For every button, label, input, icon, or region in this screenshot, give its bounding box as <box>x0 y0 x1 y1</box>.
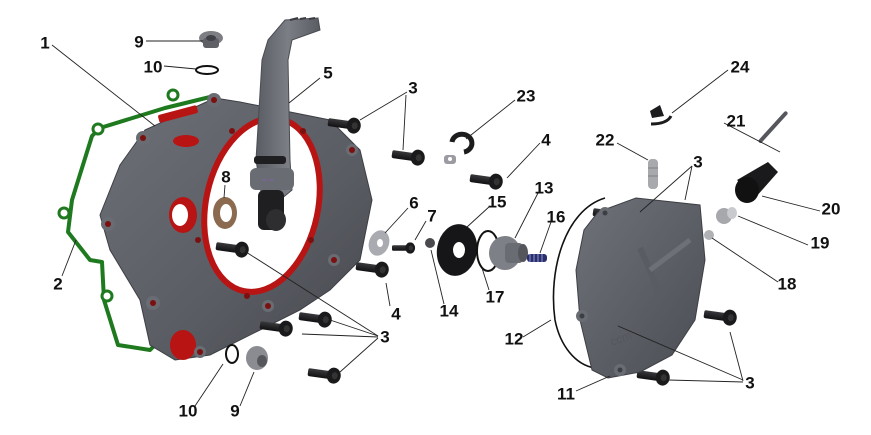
callout-3-upper-left: 3 <box>408 78 418 98</box>
callout-9-top: 9 <box>134 32 144 52</box>
callout-3-upper-right: 3 <box>693 152 703 172</box>
callout-21: 21 <box>726 111 746 131</box>
ball-part-14 <box>425 238 435 248</box>
o-ring-part-12 <box>552 197 606 369</box>
diaphragm-part-15 <box>436 224 478 276</box>
callout-3-lower-right: 3 <box>745 373 755 393</box>
plug-part-9-top <box>199 31 223 48</box>
fitting-part-22 <box>648 159 658 189</box>
callout-10-top: 10 <box>143 57 163 77</box>
washer-part-6 <box>368 230 390 256</box>
callout-13: 13 <box>534 178 554 198</box>
callout-23: 23 <box>516 86 536 106</box>
callout-12: 12 <box>504 329 524 349</box>
plug-part-9-bottom <box>246 346 268 370</box>
callout-3-lower-left: 3 <box>380 327 390 347</box>
callout-11: 11 <box>557 384 575 404</box>
o-ring-part-10-bottom <box>225 344 239 364</box>
callout-20: 20 <box>821 199 841 219</box>
callout-15: 15 <box>487 192 507 212</box>
cable-clip-part-24 <box>650 105 673 126</box>
callout-10-bottom: 10 <box>178 401 198 421</box>
callout-16: 16 <box>546 207 566 227</box>
pin-part-21 <box>758 111 788 143</box>
svg-text:~ ~: ~ ~ <box>262 176 274 185</box>
callout-22: 22 <box>595 130 615 150</box>
callout-5: 5 <box>323 63 333 83</box>
ignition-cover-part-11: ccm <box>575 197 706 379</box>
spring-part-16 <box>527 254 547 262</box>
cable-clip-part-23 <box>444 131 475 164</box>
callout-4-upper: 4 <box>541 130 551 150</box>
callout-9-bottom: 9 <box>230 401 240 421</box>
kickstart-lever-part-5: ~ ~ <box>250 17 321 231</box>
callout-4-lower: 4 <box>391 304 401 324</box>
oil-seal-part-8 <box>213 197 237 229</box>
callout-19: 19 <box>810 233 830 253</box>
nut-part-18 <box>704 230 714 240</box>
o-ring-part-10-top <box>195 65 219 75</box>
leader-lines <box>51 40 821 407</box>
callout-17: 17 <box>485 287 505 307</box>
callout-8: 8 <box>221 167 231 187</box>
callout-24: 24 <box>730 57 750 77</box>
callout-2: 2 <box>53 274 63 294</box>
callout-1: 1 <box>40 33 50 53</box>
knob-part-20 <box>735 162 778 203</box>
callout-18: 18 <box>777 274 797 294</box>
callout-6: 6 <box>409 193 419 213</box>
bushing-part-19 <box>716 207 737 224</box>
valve-body-part-13 <box>489 236 528 270</box>
callout-14: 14 <box>439 301 459 321</box>
callout-7: 7 <box>427 206 437 226</box>
